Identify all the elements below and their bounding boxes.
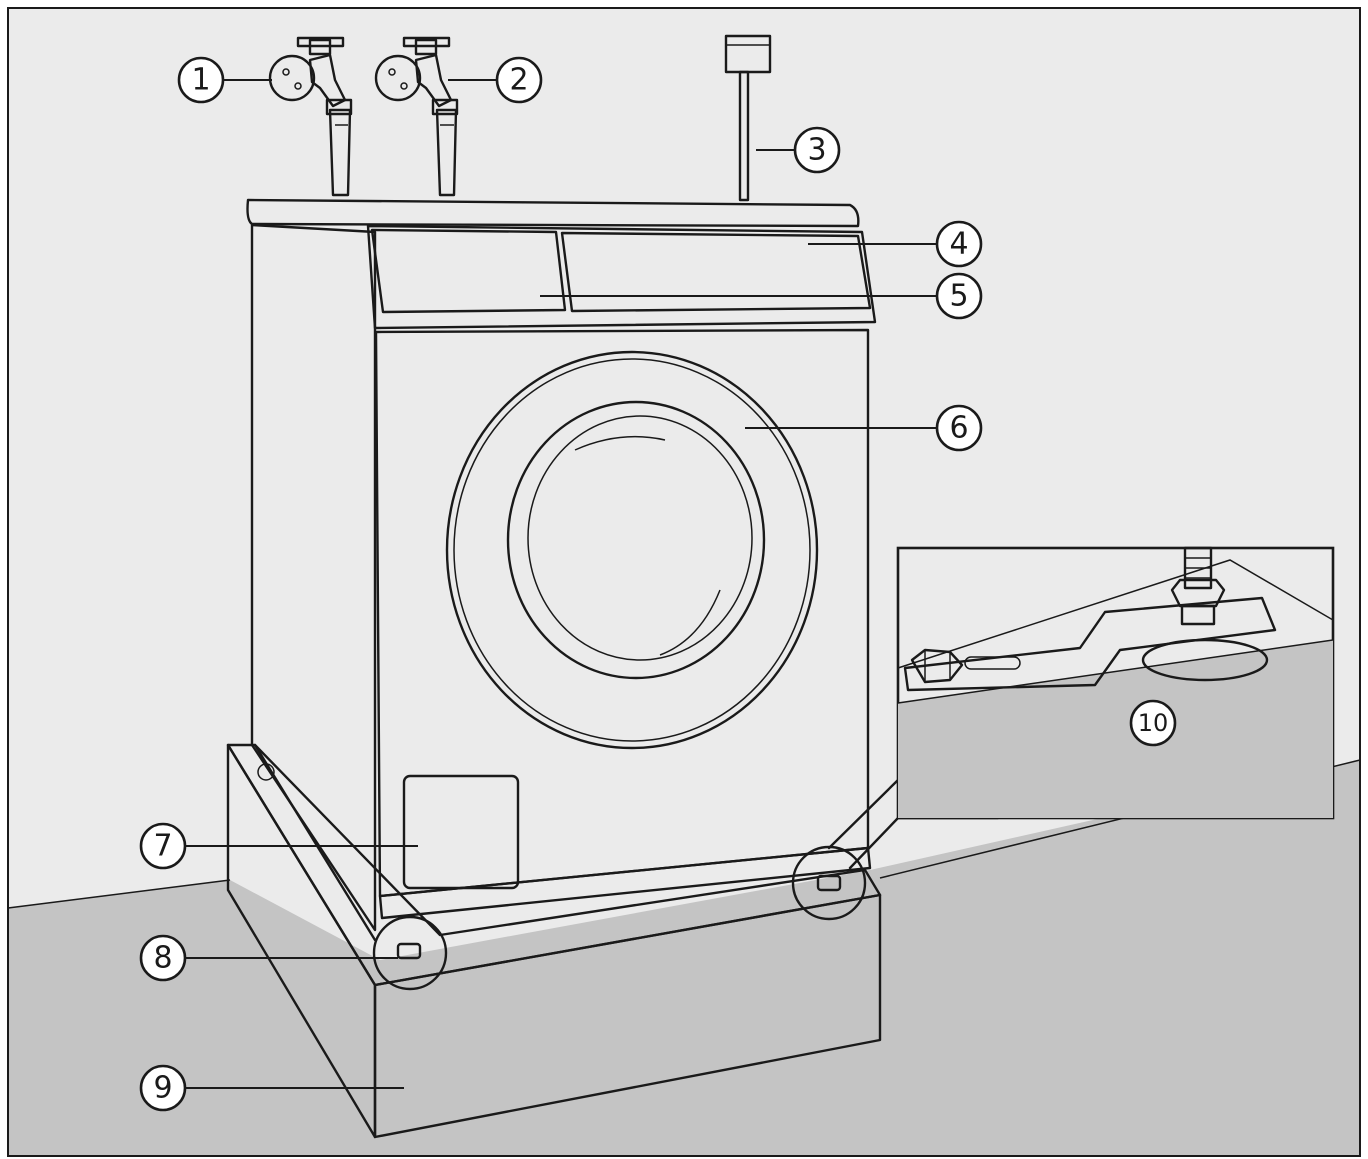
foot-front-right — [816, 874, 842, 892]
machine-top — [246, 198, 860, 228]
hoses — [328, 108, 458, 197]
hose-cold — [328, 108, 352, 197]
mounting-bracket — [903, 596, 1277, 692]
callout-5: 5 — [935, 272, 983, 320]
callout-8-label: 8 — [153, 941, 172, 976]
foot-highlight-left — [372, 915, 448, 991]
callout-3: 3 — [793, 126, 841, 174]
inset-foot — [1141, 638, 1269, 682]
callout-6-label: 6 — [949, 411, 968, 446]
floor — [8, 760, 1360, 1156]
lock-nut — [1170, 578, 1226, 608]
callout-10: 10 — [1129, 699, 1177, 747]
callout-2-label: 2 — [509, 63, 528, 98]
callout-9-label: 9 — [153, 1071, 172, 1106]
callout-6: 6 — [935, 404, 983, 452]
plinth — [226, 743, 882, 1139]
inset-plinth-top — [897, 559, 1334, 704]
door-outer-ring — [445, 350, 819, 750]
callout-8: 8 — [139, 934, 187, 982]
callout-7: 7 — [139, 822, 187, 870]
callout-2: 2 — [495, 56, 543, 104]
leader-lines — [186, 79, 936, 1089]
callouts: 1 2 3 4 5 6 7 8 — [139, 56, 1177, 1112]
callout-10-label: 10 — [1138, 709, 1169, 737]
door-glass — [506, 400, 766, 680]
kick-strip — [378, 846, 872, 920]
plinth-front — [373, 893, 882, 1139]
foot-front-left — [396, 942, 422, 960]
tap-2 — [374, 36, 459, 116]
callout-1: 1 — [177, 56, 225, 104]
machine-side — [250, 223, 377, 932]
callout-7-label: 7 — [153, 829, 172, 864]
bracket-detail-inset — [827, 546, 1335, 870]
power-supply — [724, 34, 772, 202]
callout-9: 9 — [139, 1064, 187, 1112]
display-panel — [560, 231, 872, 313]
tap-1-rosette — [268, 54, 316, 102]
hose-hot — [435, 108, 458, 197]
callout-4-label: 4 — [949, 227, 968, 262]
tap-2-rosette — [374, 54, 422, 102]
callout-3-label: 3 — [807, 133, 826, 168]
inset-floor — [898, 640, 1333, 818]
callout-5-label: 5 — [949, 279, 968, 314]
callout-4: 4 — [935, 220, 983, 268]
callout-1-label: 1 — [191, 63, 210, 98]
detergent-drawer — [370, 228, 567, 314]
control-panel — [366, 224, 877, 330]
tap-1 — [268, 36, 353, 116]
